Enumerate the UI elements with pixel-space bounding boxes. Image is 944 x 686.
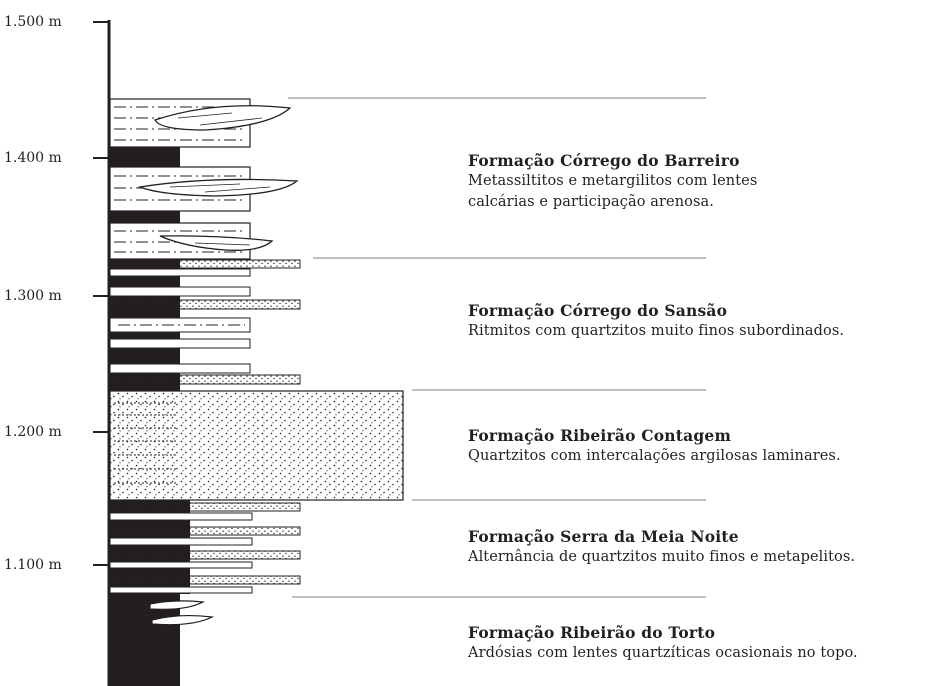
formation-ribeirao-contagem: Formação Ribeirão Contagem Quartzitos co… bbox=[468, 426, 938, 467]
layer-ribeirao-contagem bbox=[109, 390, 404, 501]
formation-name: Formação Serra da Meia Noite bbox=[468, 527, 739, 546]
formation-dividers bbox=[288, 97, 706, 598]
formation-corrego-do-barreiro: Formação Córrego do Barreiro Metassiltit… bbox=[468, 151, 938, 213]
layer-ribeirao-do-torto bbox=[110, 594, 215, 686]
scale-label-1200: 1.200 m bbox=[4, 424, 62, 440]
scale-axis bbox=[93, 20, 111, 686]
layer-corrego-do-sansao bbox=[109, 259, 301, 391]
layer-corrego-do-barreiro bbox=[109, 98, 299, 260]
scale-label-1100: 1.100 m bbox=[4, 557, 62, 573]
scale-label-1500: 1.500 m bbox=[4, 14, 62, 30]
formation-name: Formação Córrego do Barreiro bbox=[468, 151, 740, 170]
formation-ribeirao-do-torto: Formação Ribeirão do Torto Ardósias com … bbox=[468, 623, 938, 664]
formation-description-line: Ardósias com lentes quartzíticas ocasion… bbox=[468, 645, 858, 661]
scale-label-1300: 1.300 m bbox=[4, 288, 62, 304]
formation-name: Formação Ribeirão Contagem bbox=[468, 426, 732, 445]
formation-corrego-do-sansao: Formação Córrego do Sansão Ritmitos com … bbox=[468, 301, 938, 342]
formation-description-line: Ritmitos com quartzitos muito finos subo… bbox=[468, 323, 845, 339]
formation-description-line: calcárias e participação arenosa. bbox=[468, 194, 714, 210]
formation-name: Formação Ribeirão do Torto bbox=[468, 623, 716, 642]
formation-name: Formação Córrego do Sansão bbox=[468, 301, 728, 320]
layer-serra-da-meia-noite bbox=[109, 500, 301, 594]
formation-description-line: Quartzitos com intercalações argilosas l… bbox=[468, 448, 841, 464]
formation-description-line: Alternância de quartzitos muito finos e … bbox=[468, 549, 856, 565]
formation-description-line: Metassiltitos e metargilitos com lentes bbox=[468, 173, 758, 189]
scale-label-1400: 1.400 m bbox=[4, 150, 62, 166]
formation-serra-da-meia-noite: Formação Serra da Meia Noite Alternância… bbox=[468, 527, 938, 568]
